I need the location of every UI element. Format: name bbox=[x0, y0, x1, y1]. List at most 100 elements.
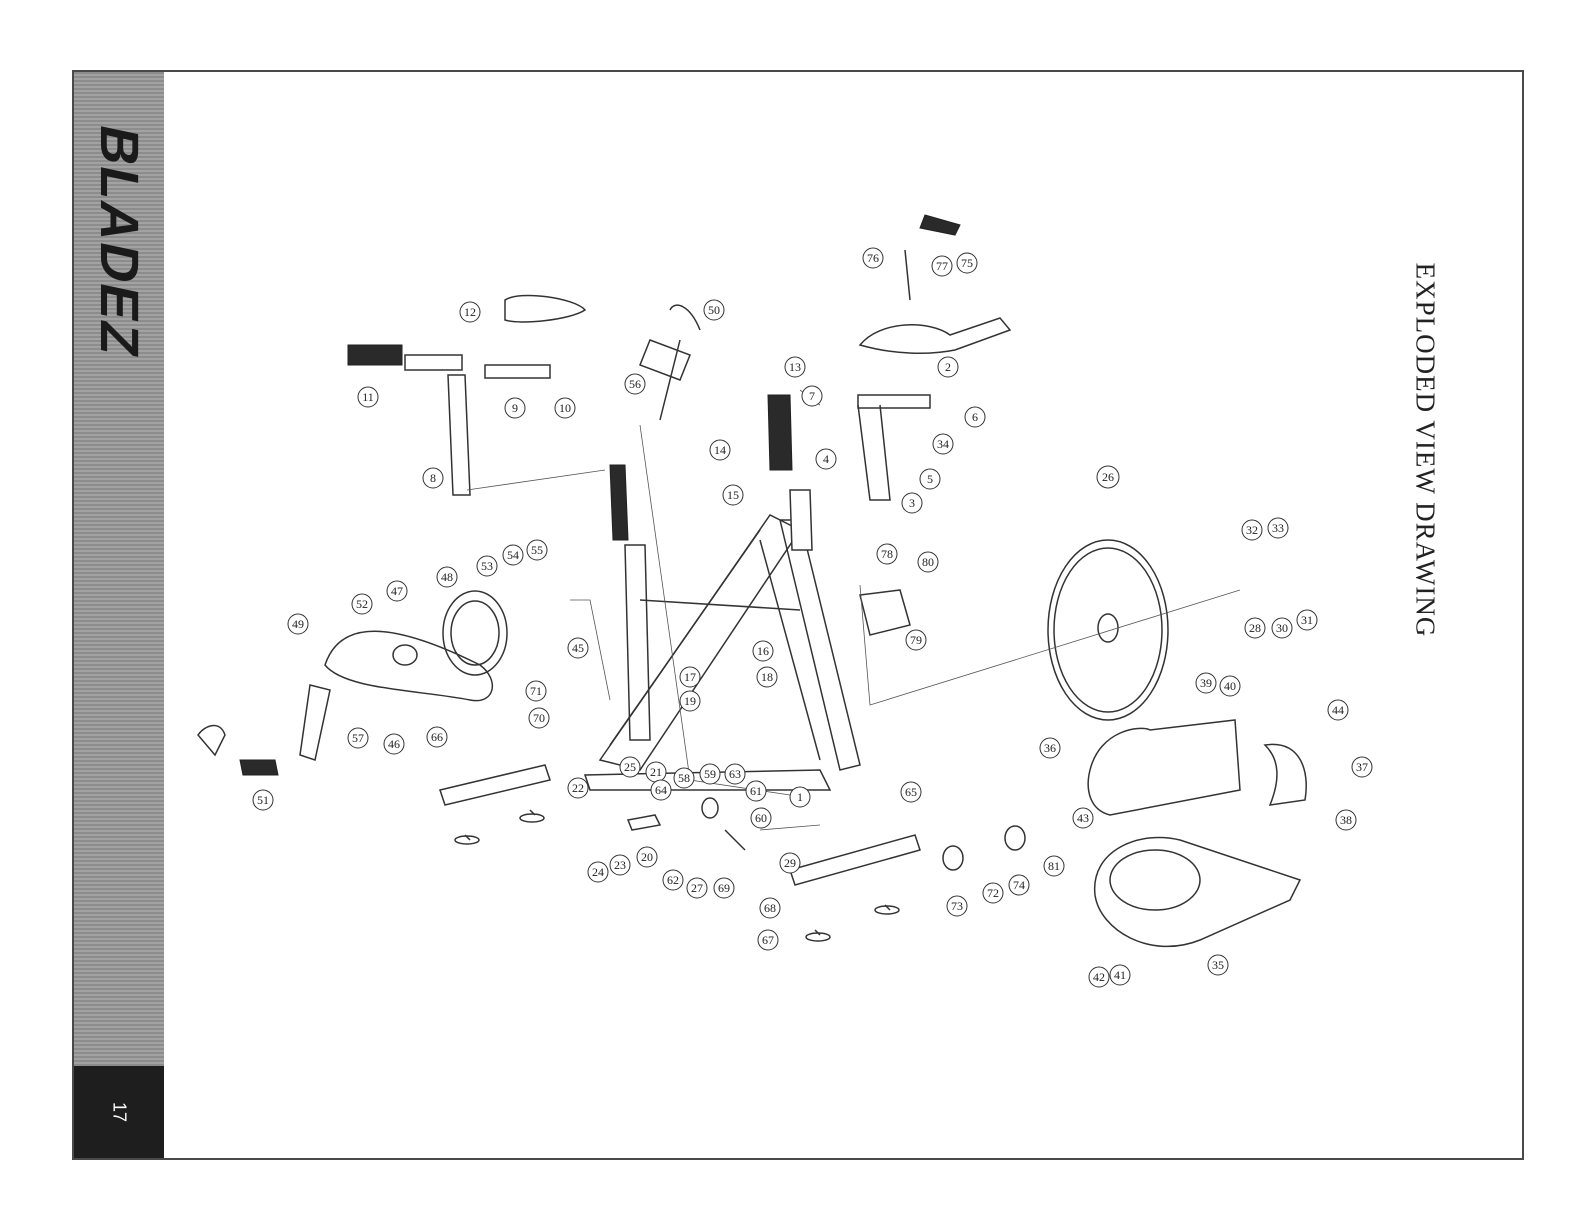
callout-64: 64 bbox=[651, 780, 671, 800]
callout-72: 72 bbox=[983, 883, 1003, 903]
callout-50: 50 bbox=[704, 300, 724, 320]
svg-text:6: 6 bbox=[972, 410, 978, 424]
svg-text:36: 36 bbox=[1044, 741, 1056, 755]
callout-17: 17 bbox=[680, 667, 700, 687]
svg-text:51: 51 bbox=[257, 793, 269, 807]
svg-text:38: 38 bbox=[1340, 813, 1352, 827]
svg-text:41: 41 bbox=[1114, 968, 1126, 982]
svg-text:63: 63 bbox=[729, 767, 741, 781]
svg-text:24: 24 bbox=[592, 865, 604, 879]
callout-46: 46 bbox=[384, 734, 404, 754]
callout-73: 73 bbox=[947, 896, 967, 916]
svg-text:76: 76 bbox=[867, 251, 879, 265]
callout-18: 18 bbox=[757, 667, 777, 687]
svg-text:61: 61 bbox=[750, 784, 762, 798]
callout-80: 80 bbox=[918, 552, 938, 572]
svg-text:33: 33 bbox=[1272, 521, 1284, 535]
callout-38: 38 bbox=[1336, 810, 1356, 830]
svg-text:4: 4 bbox=[823, 452, 829, 466]
svg-text:12: 12 bbox=[464, 305, 476, 319]
callout-71: 71 bbox=[526, 681, 546, 701]
callout-63: 63 bbox=[725, 764, 745, 784]
callout-4: 4 bbox=[816, 449, 836, 469]
svg-text:5: 5 bbox=[927, 472, 933, 486]
callout-42: 42 bbox=[1089, 967, 1109, 987]
callout-55: 55 bbox=[527, 540, 547, 560]
seat-post-assembly bbox=[348, 295, 792, 540]
svg-text:28: 28 bbox=[1249, 621, 1261, 635]
callout-6: 6 bbox=[965, 407, 985, 427]
svg-text:20: 20 bbox=[641, 850, 653, 864]
svg-text:68: 68 bbox=[764, 901, 776, 915]
callout-61: 61 bbox=[746, 781, 766, 801]
svg-text:11: 11 bbox=[362, 390, 374, 404]
svg-text:56: 56 bbox=[629, 377, 641, 391]
svg-text:62: 62 bbox=[667, 873, 679, 887]
svg-text:49: 49 bbox=[292, 617, 304, 631]
svg-text:46: 46 bbox=[388, 737, 400, 751]
callout-31: 31 bbox=[1297, 610, 1317, 630]
callout-36: 36 bbox=[1040, 738, 1060, 758]
callout-11: 11 bbox=[358, 387, 378, 407]
callout-12: 12 bbox=[460, 302, 480, 322]
svg-text:35: 35 bbox=[1212, 958, 1224, 972]
callout-35: 35 bbox=[1208, 955, 1228, 975]
svg-text:8: 8 bbox=[430, 471, 436, 485]
svg-text:55: 55 bbox=[531, 543, 543, 557]
svg-text:26: 26 bbox=[1102, 470, 1114, 484]
svg-text:32: 32 bbox=[1246, 523, 1258, 537]
callout-8: 8 bbox=[423, 468, 443, 488]
callout-10: 10 bbox=[555, 398, 575, 418]
svg-text:17: 17 bbox=[684, 670, 696, 684]
svg-text:44: 44 bbox=[1332, 703, 1344, 717]
callout-16: 16 bbox=[753, 641, 773, 661]
svg-text:18: 18 bbox=[761, 670, 773, 684]
callout-34: 34 bbox=[933, 434, 953, 454]
callout-56: 56 bbox=[625, 374, 645, 394]
callout-19: 19 bbox=[680, 691, 700, 711]
svg-text:50: 50 bbox=[708, 303, 720, 317]
svg-text:3: 3 bbox=[909, 496, 915, 510]
callout-40: 40 bbox=[1220, 676, 1240, 696]
callout-5: 5 bbox=[920, 469, 940, 489]
callout-52: 52 bbox=[352, 594, 372, 614]
callout-68: 68 bbox=[760, 898, 780, 918]
callout-70: 70 bbox=[529, 708, 549, 728]
callout-77: 77 bbox=[932, 256, 952, 276]
callout-44: 44 bbox=[1328, 700, 1348, 720]
callout-33: 33 bbox=[1268, 518, 1288, 538]
svg-text:78: 78 bbox=[881, 547, 893, 561]
svg-text:79: 79 bbox=[910, 633, 922, 647]
svg-text:58: 58 bbox=[678, 771, 690, 785]
svg-text:80: 80 bbox=[922, 555, 934, 569]
svg-text:81: 81 bbox=[1048, 859, 1060, 873]
svg-text:54: 54 bbox=[507, 548, 519, 562]
callout-32: 32 bbox=[1242, 520, 1262, 540]
callout-66: 66 bbox=[427, 727, 447, 747]
callout-27: 27 bbox=[687, 878, 707, 898]
svg-text:21: 21 bbox=[650, 765, 662, 779]
svg-text:71: 71 bbox=[530, 684, 542, 698]
flywheel bbox=[1048, 540, 1168, 720]
callout-60: 60 bbox=[751, 808, 771, 828]
callout-7: 7 bbox=[802, 386, 822, 406]
svg-text:67: 67 bbox=[762, 933, 774, 947]
svg-text:59: 59 bbox=[704, 767, 716, 781]
svg-text:25: 25 bbox=[624, 760, 636, 774]
callout-30: 30 bbox=[1272, 618, 1292, 638]
callout-39: 39 bbox=[1196, 673, 1216, 693]
svg-text:29: 29 bbox=[784, 856, 796, 870]
callout-41: 41 bbox=[1110, 965, 1130, 985]
svg-text:73: 73 bbox=[951, 899, 963, 913]
svg-text:57: 57 bbox=[352, 731, 364, 745]
callout-69: 69 bbox=[714, 878, 734, 898]
svg-text:23: 23 bbox=[614, 858, 626, 872]
callout-51: 51 bbox=[253, 790, 273, 810]
stabilizers bbox=[440, 765, 920, 941]
svg-text:74: 74 bbox=[1013, 878, 1025, 892]
callout-62: 62 bbox=[663, 870, 683, 890]
svg-text:60: 60 bbox=[755, 811, 767, 825]
svg-text:39: 39 bbox=[1200, 676, 1212, 690]
callout-24: 24 bbox=[588, 862, 608, 882]
